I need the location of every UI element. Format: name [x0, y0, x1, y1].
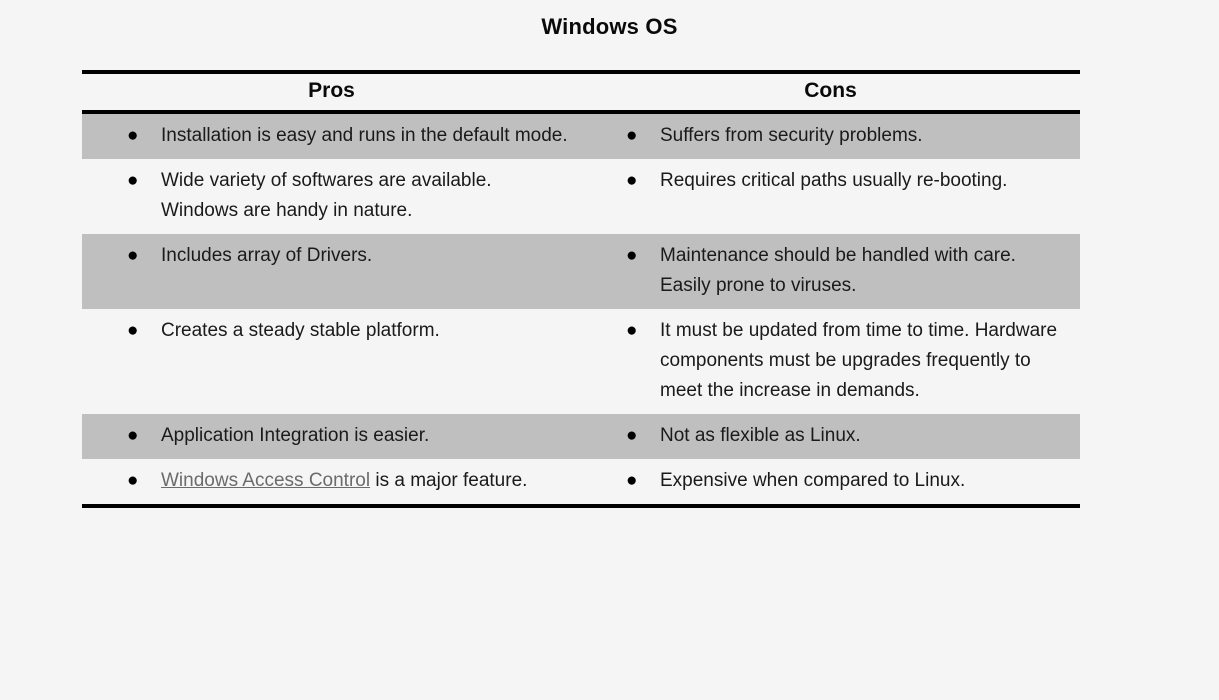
table-row: ● Windows Access Control is a major feat… — [82, 459, 1080, 508]
list-item: ● Includes array of Drivers. — [82, 234, 581, 279]
bullet-icon: ● — [626, 125, 638, 146]
bullet-icon: ● — [127, 425, 139, 446]
table-header: Pros Cons — [82, 70, 1080, 114]
bullet-icon: ● — [127, 170, 139, 191]
list-item-text: Application Integration is easier. — [161, 425, 430, 446]
table-row: ● Installation is easy and runs in the d… — [82, 112, 1080, 159]
list-item-text: Maintenance should be handled with care.… — [660, 245, 1016, 296]
table-row: ● Includes array of Drivers. ● Maintenan… — [82, 234, 1080, 309]
page-title: Windows OS — [541, 14, 678, 39]
bullet-icon: ● — [127, 320, 139, 341]
list-item: ● Expensive when compared to Linux. — [581, 459, 1080, 504]
bullet-icon: ● — [127, 470, 139, 491]
list-item-text: Requires critical paths usually re-booti… — [660, 170, 1008, 191]
bullet-icon: ● — [626, 425, 638, 446]
cell-pros: ● Windows Access Control is a major feat… — [82, 459, 581, 508]
cell-pros: ● Creates a steady stable platform. — [82, 309, 581, 414]
column-header-pros: Pros — [82, 70, 581, 114]
list-item: ● It must be updated from time to time. … — [581, 309, 1080, 414]
table-row: ● Wide variety of softwares are availabl… — [82, 159, 1080, 234]
cell-cons: ● Maintenance should be handled with car… — [581, 234, 1080, 309]
cell-pros: ● Wide variety of softwares are availabl… — [82, 159, 581, 234]
cell-cons: ● Not as flexible as Linux. — [581, 414, 1080, 459]
list-item: ● Suffers from security problems. — [581, 114, 1080, 159]
bullet-icon: ● — [626, 170, 638, 191]
cell-cons: ● Suffers from security problems. — [581, 112, 1080, 159]
cell-pros: ● Includes array of Drivers. — [82, 234, 581, 309]
list-item-text: Suffers from security problems. — [660, 125, 923, 146]
list-item: ● Requires critical paths usually re-boo… — [581, 159, 1080, 204]
list-item-text: It must be updated from time to time. Ha… — [660, 320, 1058, 401]
cell-cons: ● It must be updated from time to time. … — [581, 309, 1080, 414]
table-row: ● Application Integration is easier. ● N… — [82, 414, 1080, 459]
cell-cons: ● Requires critical paths usually re-boo… — [581, 159, 1080, 234]
list-item: ● Wide variety of softwares are availabl… — [82, 159, 581, 234]
list-item-text: Includes array of Drivers. — [161, 245, 373, 266]
table-header-row: Pros Cons — [82, 70, 1080, 114]
bullet-icon: ● — [127, 245, 139, 266]
pros-cons-table-container: Pros Cons ● Installation is easy and run… — [82, 70, 1080, 508]
bullet-icon: ● — [626, 470, 638, 491]
column-header-cons: Cons — [581, 70, 1080, 114]
list-item-text: Wide variety of softwares are available.… — [161, 170, 492, 221]
list-item-text: Expensive when compared to Linux. — [660, 470, 966, 491]
cell-pros: ● Application Integration is easier. — [82, 414, 581, 459]
list-item-text: Installation is easy and runs in the def… — [161, 125, 568, 146]
list-item: ● Creates a steady stable platform. — [82, 309, 581, 354]
pros-cons-table: Pros Cons ● Installation is easy and run… — [82, 70, 1080, 508]
table-row: ● Creates a steady stable platform. ● It… — [82, 309, 1080, 414]
table-body: ● Installation is easy and runs in the d… — [82, 112, 1080, 508]
list-item: ● Application Integration is easier. — [82, 414, 581, 459]
list-item-text: Creates a steady stable platform. — [161, 320, 440, 341]
bullet-icon: ● — [626, 320, 638, 341]
list-item-text-rest: is a major feature. — [370, 470, 528, 491]
cell-pros: ● Installation is easy and runs in the d… — [82, 112, 581, 159]
list-item: ● Maintenance should be handled with car… — [581, 234, 1080, 309]
bullet-icon: ● — [626, 245, 638, 266]
list-item: ● Not as flexible as Linux. — [581, 414, 1080, 459]
list-item-text: Windows Access Control is a major featur… — [161, 466, 571, 496]
cell-cons: ● Expensive when compared to Linux. — [581, 459, 1080, 508]
bullet-icon: ● — [127, 125, 139, 146]
list-item: ● Windows Access Control is a major feat… — [82, 459, 581, 504]
list-item-text: Not as flexible as Linux. — [660, 425, 861, 446]
list-item: ● Installation is easy and runs in the d… — [82, 114, 581, 159]
windows-access-control-link[interactable]: Windows Access Control — [161, 470, 371, 491]
